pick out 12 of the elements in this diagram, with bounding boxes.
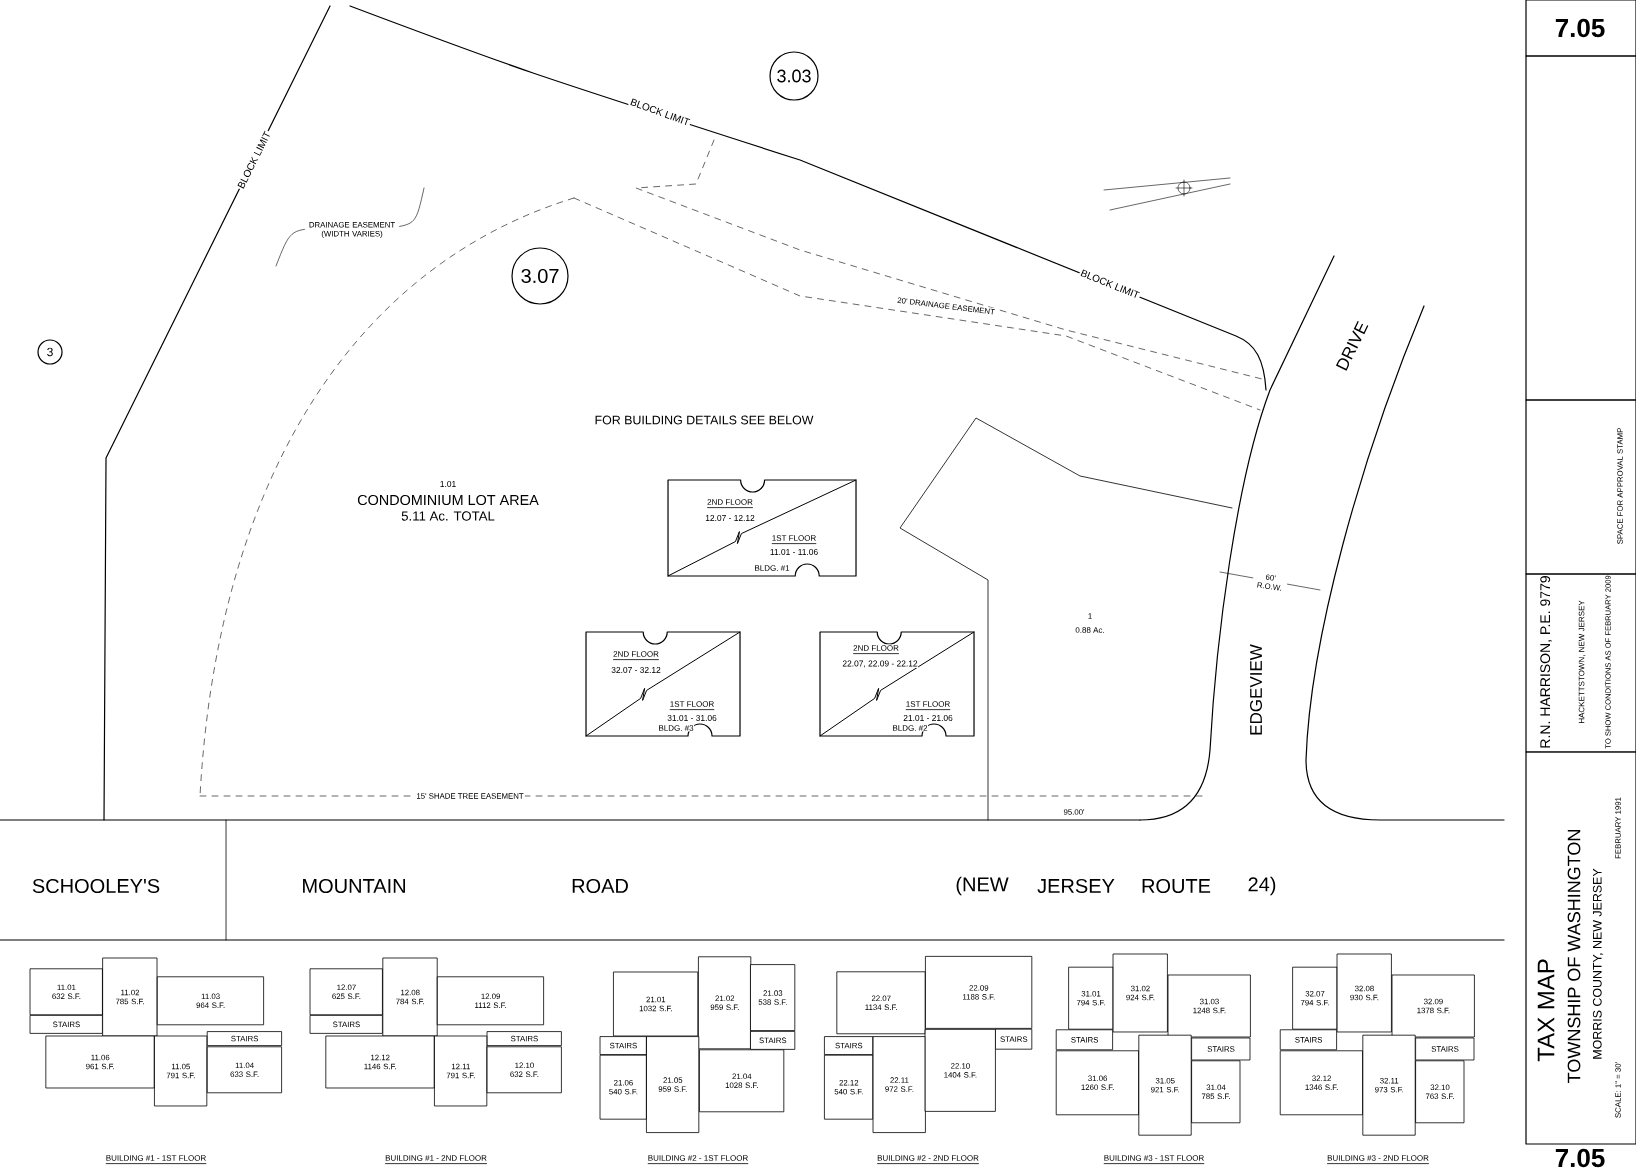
road-name: (NEW bbox=[956, 876, 1009, 896]
title-text: TAX MAP bbox=[1537, 959, 1555, 1062]
road-name: MOUNTAIN bbox=[303, 878, 405, 894]
title-text: TOWNSHIP OF WASHINGTON bbox=[1567, 830, 1581, 1083]
road-name: SCHOOLEY'S bbox=[32, 878, 160, 894]
title-block-cell bbox=[1525, 55, 1636, 401]
road-name: ROUTE bbox=[1142, 878, 1211, 894]
road-name: JERSEY bbox=[1037, 878, 1115, 894]
road-name: ROAD bbox=[572, 878, 628, 894]
road-name: 24) bbox=[1248, 876, 1276, 896]
map-number-box: 7.05 bbox=[1525, 0, 1636, 57]
street-name: EDGEVIEW bbox=[1250, 644, 1262, 735]
